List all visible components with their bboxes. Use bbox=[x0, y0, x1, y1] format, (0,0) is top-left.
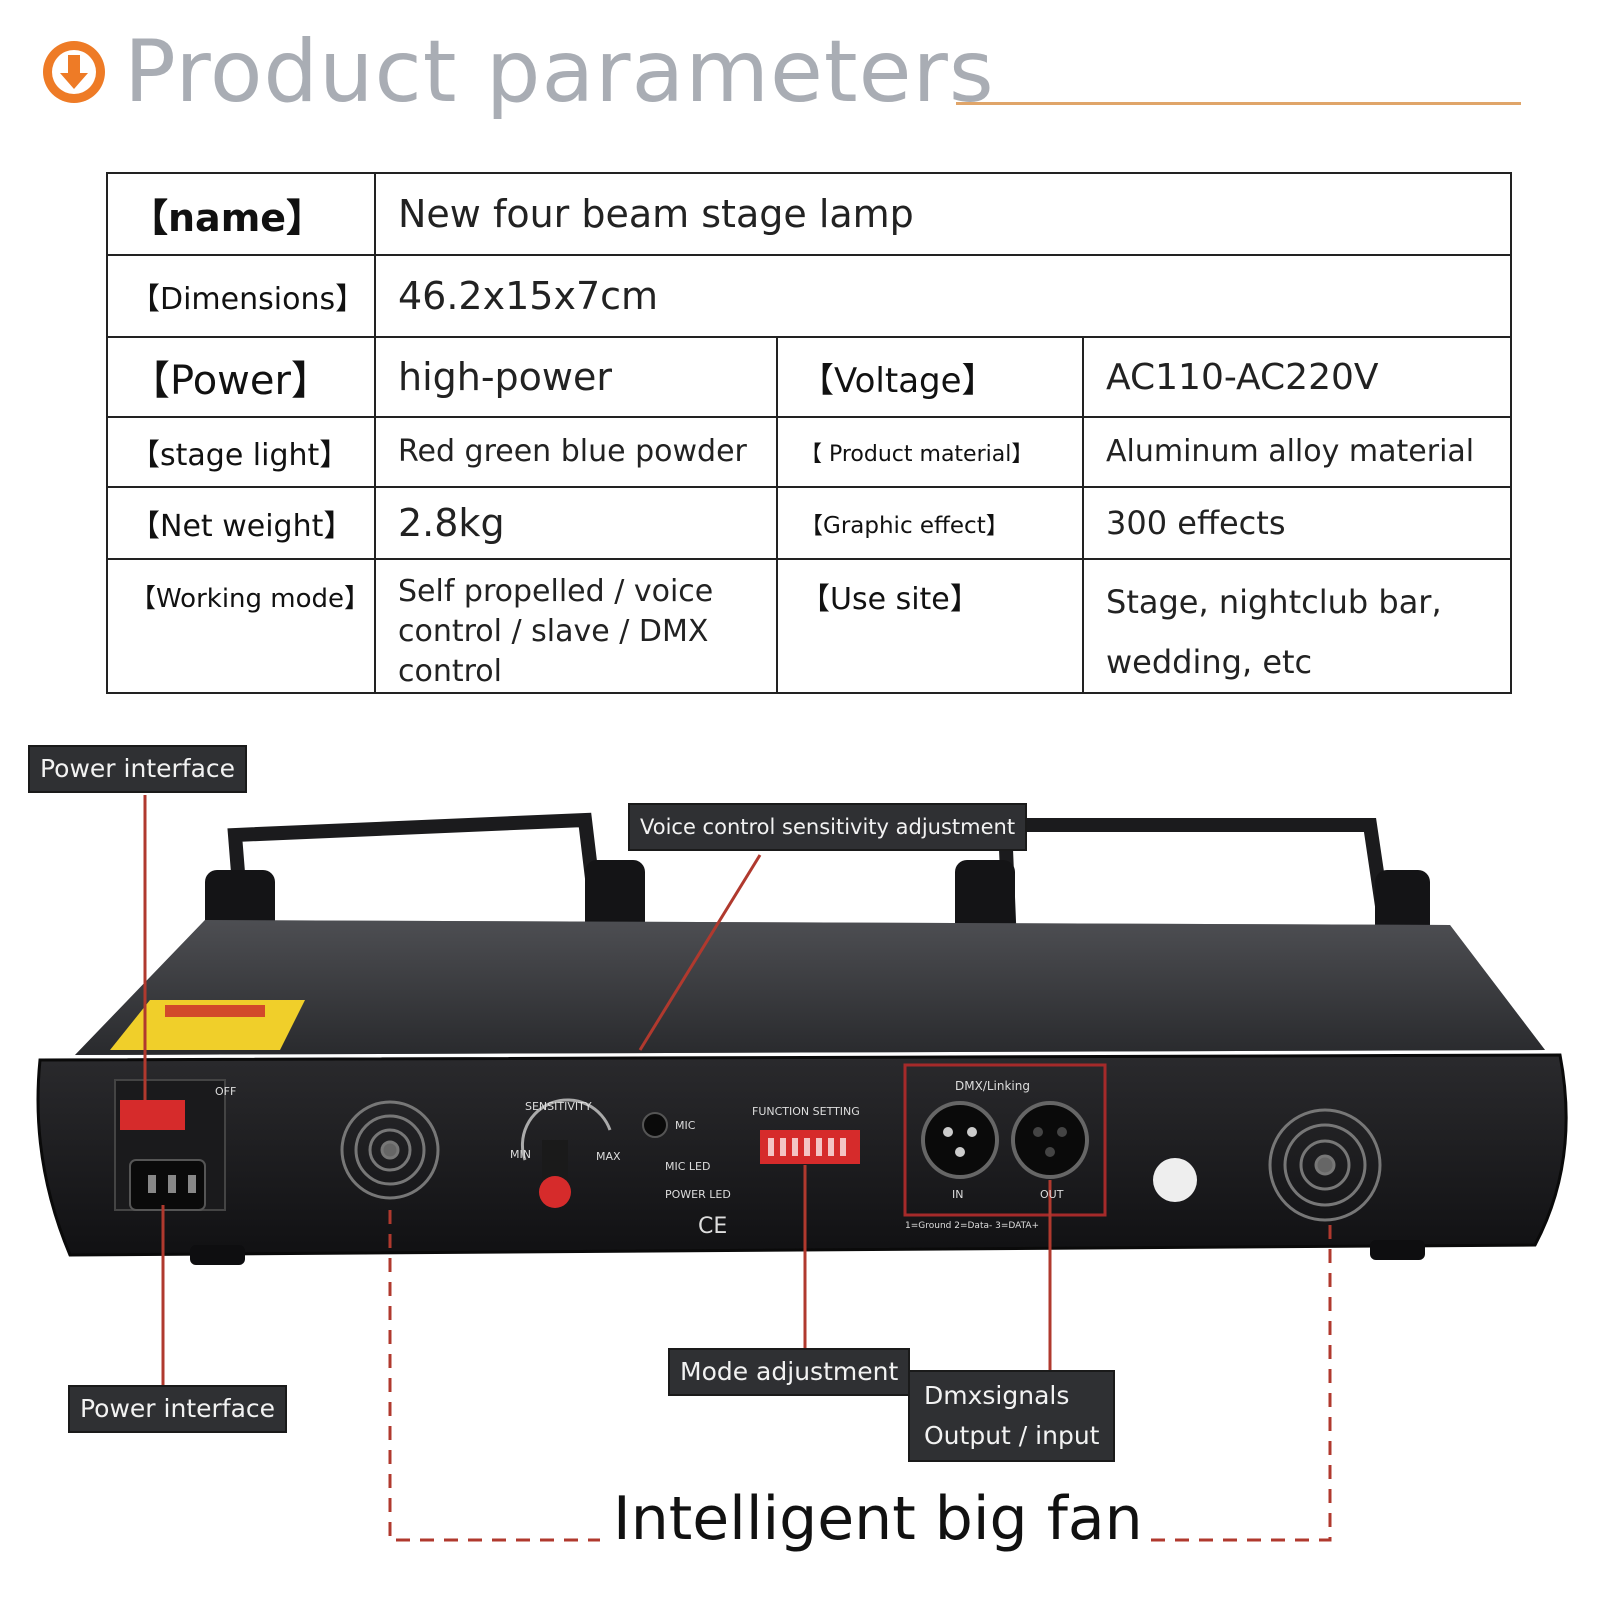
callout-dmx-line1: Dmxsignals bbox=[924, 1381, 1070, 1410]
table-row: 【Working mode】 Self propelled / voice co… bbox=[106, 558, 1512, 694]
graphic-effect-value: 300 effects bbox=[1082, 486, 1512, 560]
sensitivity-label: SENSITIVITY bbox=[525, 1100, 592, 1113]
function-setting-dip-switch bbox=[760, 1130, 860, 1164]
table-row: 【Net weight】 2.8kg 【Graphic effect】 300 … bbox=[106, 486, 1512, 560]
function-setting-label: FUNCTION SETTING bbox=[752, 1105, 860, 1118]
power-label: 【Power】 bbox=[106, 336, 376, 418]
mic-icon bbox=[642, 1112, 668, 1138]
net-weight-value: 2.8kg bbox=[374, 486, 778, 560]
table-row: 【name】 New four beam stage lamp bbox=[106, 172, 1512, 256]
stage-light-value: Red green blue powder bbox=[374, 416, 778, 488]
dimensions-label: 【Dimensions】 bbox=[106, 254, 376, 338]
qc-sticker bbox=[1153, 1158, 1197, 1202]
callout-dmx-line2: Output / input bbox=[924, 1421, 1100, 1450]
callout-voice-control: Voice control sensitivity adjustment bbox=[628, 803, 1028, 851]
device-rear-panel-photo: OFF SENSITIVITY MIN MAX MIC MIC LED POWE… bbox=[36, 795, 1568, 1542]
graphic-effect-label: 【Graphic effect】 bbox=[776, 486, 1084, 560]
callout-power-interface-top: Power interface bbox=[28, 745, 248, 793]
name-value: New four beam stage lamp bbox=[374, 172, 1512, 256]
dmx-in-connector-icon bbox=[921, 1101, 999, 1179]
dmx-in-label: IN bbox=[952, 1188, 963, 1201]
dmx-highlight-box bbox=[903, 1063, 1107, 1217]
stage-light-label: 【stage light】 bbox=[106, 416, 376, 488]
down-arrow-circle-icon bbox=[43, 41, 105, 103]
fan-dashed-lines bbox=[388, 1210, 1332, 1542]
fan-right-icon bbox=[1268, 1108, 1382, 1222]
use-site-value: Stage, nightclub bar, wedding, etc bbox=[1082, 558, 1512, 694]
mic-led-label: MIC LED bbox=[665, 1160, 710, 1173]
dmx-out-label: OUT bbox=[1040, 1188, 1064, 1201]
min-label: MIN bbox=[510, 1148, 531, 1161]
product-material-label: 【 Product material】 bbox=[776, 416, 1084, 488]
leader-lines bbox=[143, 795, 1052, 1390]
power-value: high-power bbox=[374, 336, 778, 418]
device-feet bbox=[190, 1240, 1425, 1265]
ce-mark: CE bbox=[698, 1214, 727, 1239]
working-mode-label: 【Working mode】 bbox=[106, 558, 376, 694]
voltage-value: AC110-AC220V bbox=[1082, 336, 1512, 418]
sensitivity-knob-icon bbox=[520, 1098, 612, 1208]
callout-mode-adjustment: Mode adjustment bbox=[668, 1348, 911, 1396]
max-label: MAX bbox=[596, 1150, 621, 1163]
dmx-linking-label: DMX/Linking bbox=[955, 1079, 1030, 1093]
fan-caption: Intelligent big fan bbox=[605, 1484, 1151, 1554]
callout-dmx-signals: Dmxsignals Output / input bbox=[908, 1370, 1116, 1462]
callout-power-interface-bottom: Power interface bbox=[68, 1385, 288, 1433]
parameters-table: 【name】 New four beam stage lamp 【Dimensi… bbox=[106, 172, 1512, 694]
use-site-label: 【Use site】 bbox=[776, 558, 1084, 694]
dmx-out-connector-icon bbox=[1011, 1101, 1089, 1179]
product-material-value: Aluminum alloy material bbox=[1082, 416, 1512, 488]
table-row: 【stage light】 Red green blue powder 【 Pr… bbox=[106, 416, 1512, 488]
working-mode-value: Self propelled / voice control / slave /… bbox=[374, 558, 778, 694]
name-label: 【name】 bbox=[106, 172, 376, 256]
header-divider bbox=[956, 102, 1521, 105]
fan-left-icon bbox=[340, 1100, 440, 1200]
table-row: 【Power】 high-power 【Voltage】 AC110-AC220… bbox=[106, 336, 1512, 418]
mic-label: MIC bbox=[675, 1119, 696, 1132]
table-row: 【Dimensions】 46.2x15x7cm bbox=[106, 254, 1512, 338]
dimensions-value: 46.2x15x7cm bbox=[374, 254, 1512, 338]
power-switch-icon bbox=[114, 1079, 226, 1211]
section-header: Product parameters bbox=[36, 22, 1566, 122]
dmx-pinout-label: 1=Ground 2=Data- 3=DATA+ bbox=[905, 1221, 1039, 1231]
off-label: OFF bbox=[215, 1085, 236, 1098]
voltage-label: 【Voltage】 bbox=[776, 336, 1084, 418]
net-weight-label: 【Net weight】 bbox=[106, 486, 376, 560]
page-title: Product parameters bbox=[124, 22, 995, 122]
power-led-label: POWER LED bbox=[665, 1188, 731, 1201]
